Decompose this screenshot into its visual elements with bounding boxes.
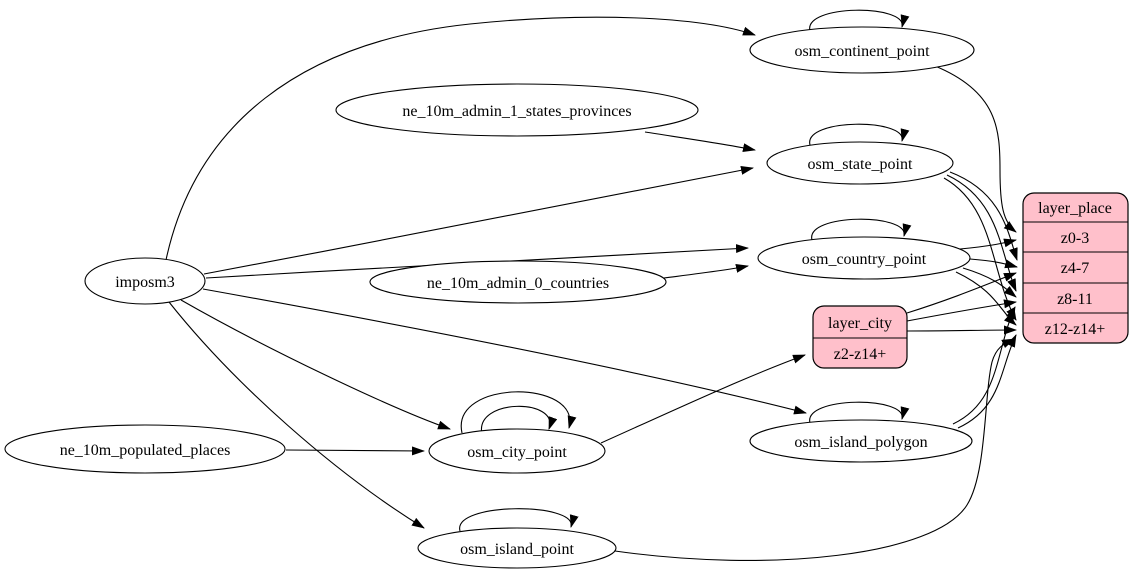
- node-osm-city-point-label: osm_city_point: [467, 444, 567, 461]
- node-ne-10m-populated-places: ne_10m_populated_places: [4, 424, 286, 474]
- node-osm-island-polygon: osm_island_polygon: [749, 419, 973, 463]
- node-osm-island-polygon-shape: [749, 419, 973, 463]
- edge-state-to-z12-z14: [943, 177, 1017, 321]
- edge-state-to-z4-7: [949, 171, 1018, 261]
- edge-imposm3-to-osm-island-polygon: [202, 288, 807, 415]
- node-osm-city-point-shape: [428, 428, 606, 474]
- node-osm-state-point-shape: [766, 141, 954, 185]
- edge-country-to-z0-3: [959, 238, 1017, 250]
- selfloop-osm-continent-point: [809, 9, 910, 32]
- record-layer-city: layer_city z2-z14+: [812, 305, 908, 369]
- node-osm-country-point-shape: [757, 236, 971, 280]
- node-osm-island-point: osm_island_point: [417, 527, 617, 569]
- node-osm-state-point: osm_state_point: [766, 141, 954, 185]
- record-layer-city-box: [812, 305, 908, 369]
- record-layer-place-row-z0-3: z0-3: [1061, 230, 1089, 247]
- edge-continent-to-z0-3: [934, 65, 1017, 233]
- node-osm-continent-point-shape: [749, 26, 975, 74]
- node-imposm3: imposm3: [84, 257, 206, 305]
- edge-state-to-z8-11: [946, 174, 1017, 292]
- node-ne-10m-populated-places-shape: [4, 424, 286, 474]
- edge-ne-populated-to-osm-city-point: [285, 446, 425, 456]
- selfloop-osm-country-point: [811, 218, 912, 241]
- selfloop-osm-island-point: [459, 508, 579, 532]
- record-layer-place-row-z4-7: z4-7: [1061, 260, 1089, 277]
- record-layer-city-row-z2-z14: z2-z14+: [834, 346, 887, 363]
- edge-imposm3-to-osm-continent-point: [165, 16, 756, 261]
- edge-country-to-z8-11: [962, 267, 1017, 298]
- node-ne-10m-admin-0-countries: ne_10m_admin_0_countries: [369, 260, 667, 304]
- record-layer-place-row-z8-11: z8-11: [1057, 291, 1093, 308]
- record-layer-place-title: layer_place: [1038, 200, 1112, 217]
- selfloop-osm-city-point-inner: [481, 405, 558, 435]
- record-layer-place: layer_place z0-3 z4-7 z8-11 z12-z14+: [1022, 192, 1129, 344]
- edge-ne-admin1-to-osm-state-point: [644, 131, 756, 153]
- node-osm-continent-point: osm_continent_point: [749, 26, 975, 74]
- edge-ne-admin0-to-osm-country-point: [663, 263, 749, 279]
- edge-island-point-to-z12-z14: [614, 338, 1015, 561]
- edge-island-polygon-to-z12-z14: [957, 334, 1017, 429]
- record-layer-place-row-z12-z14: z12-z14+: [1045, 321, 1106, 338]
- node-imposm3-shape: [84, 257, 206, 305]
- node-osm-country-point: osm_country_point: [757, 236, 971, 280]
- edge-island-polygon-to-z8-11: [952, 306, 1016, 425]
- edge-imposm3-to-osm-state-point: [203, 165, 754, 275]
- record-layer-city-title: layer_city: [828, 315, 892, 332]
- node-osm-country-point-label: osm_country_point: [802, 251, 927, 268]
- edge-imposm3-to-osm-island-point: [168, 301, 425, 529]
- node-osm-island-point-label: osm_island_point: [460, 541, 574, 558]
- node-osm-island-point-shape: [417, 527, 617, 569]
- edge-imposm3-to-osm-city-point: [180, 299, 451, 430]
- node-ne-10m-admin-0-label: ne_10m_admin_0_countries: [427, 275, 609, 292]
- record-layer-place-box: [1022, 192, 1129, 344]
- node-ne-10m-admin-0-shape: [369, 260, 667, 304]
- node-imposm3-label: imposm3: [115, 274, 175, 291]
- edge-country-to-z12-z14: [955, 271, 1017, 326]
- node-osm-city-point: osm_city_point: [428, 428, 606, 474]
- edges: [165, 9, 1018, 561]
- edge-country-to-z4-7: [969, 258, 1018, 269]
- edge-layer-city-to-z8-11: [906, 299, 1017, 322]
- selfloop-osm-city-point-outer: [460, 391, 577, 434]
- edge-layer-city-to-z12-z14: [906, 325, 1017, 335]
- edge-city-point-to-layer-city: [600, 354, 806, 444]
- node-ne-10m-populated-places-label: ne_10m_populated_places: [60, 442, 231, 459]
- node-ne-10m-admin-1-label: ne_10m_admin_1_states_provinces: [402, 103, 631, 120]
- node-ne-10m-admin-1-shape: [335, 83, 699, 137]
- node-osm-continent-point-label: osm_continent_point: [794, 43, 930, 60]
- node-osm-island-polygon-label: osm_island_polygon: [794, 434, 927, 451]
- node-osm-state-point-label: osm_state_point: [808, 156, 913, 173]
- selfloop-osm-island-polygon: [809, 401, 910, 424]
- edge-layer-city-to-z4-7: [906, 272, 1017, 314]
- node-ne-10m-admin-1-states-provinces: ne_10m_admin_1_states_provinces: [335, 83, 699, 137]
- selfloop-osm-state-point: [809, 123, 910, 146]
